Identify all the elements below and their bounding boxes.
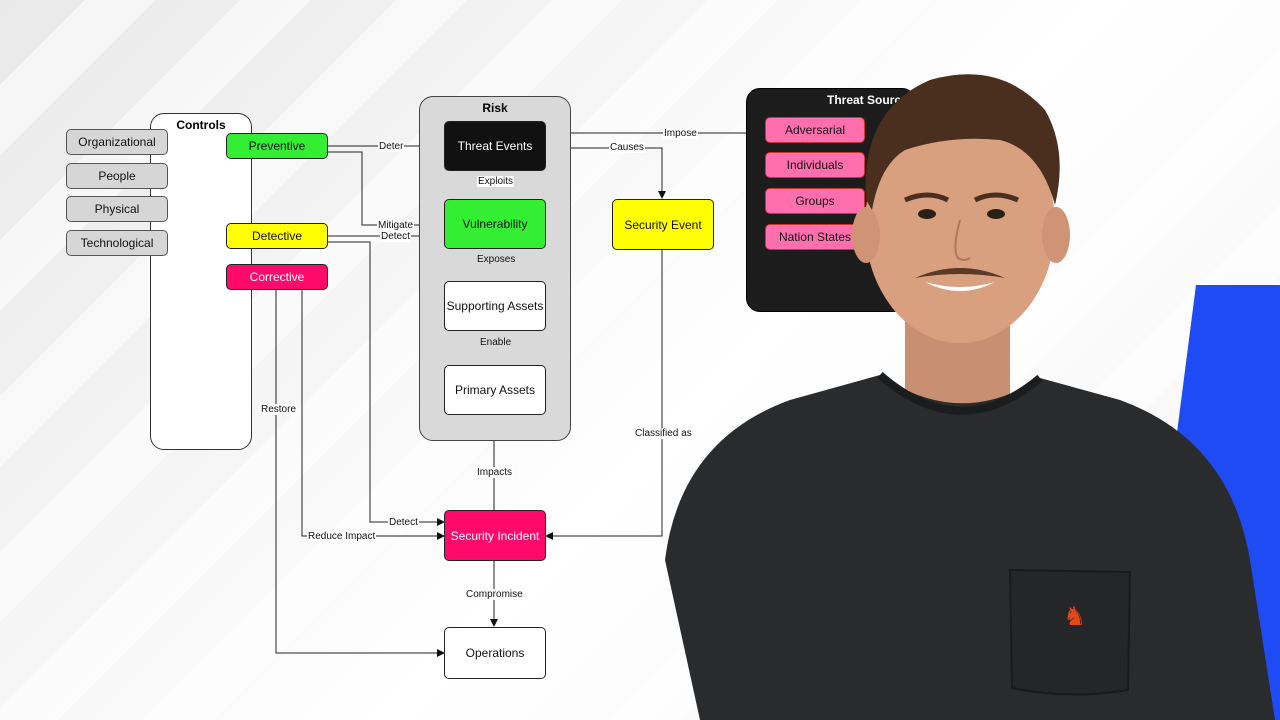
edge-label-exposes: Exposes — [477, 254, 516, 265]
edge-label-reduce-impact: Reduce Impact — [307, 531, 377, 542]
supporting-assets-node: Supporting Assets — [444, 281, 546, 331]
threat-sources-title: Threat Sourc — [827, 93, 902, 107]
threat-source-individuals: Individuals — [765, 152, 865, 178]
preventive-control: Preventive — [226, 133, 328, 159]
svg-text:♞: ♞ — [1063, 602, 1086, 632]
risk-title: Risk — [482, 101, 508, 115]
detective-control: Detective — [226, 223, 328, 249]
edge-label-deter: Deter — [378, 141, 405, 152]
edge-label-causes: Causes — [609, 142, 645, 153]
edge-label-exploits: Exploits — [477, 176, 515, 187]
control-category-technological: Technological — [66, 230, 168, 256]
security-incident-node: Security Incident — [444, 510, 546, 561]
edge-label-impacts: Impacts — [476, 467, 514, 478]
control-category-physical: Physical — [66, 196, 168, 222]
edge-label-classified-as: Classified as — [634, 428, 693, 439]
threat-source-adversarial: Adversarial — [765, 117, 865, 143]
corrective-control: Corrective — [226, 264, 328, 290]
security-event-node: Security Event — [612, 199, 714, 250]
controls-title: Controls — [176, 118, 226, 132]
edge-label-detect-incident: Detect — [388, 517, 419, 528]
primary-assets-node: Primary Assets — [444, 365, 546, 415]
edge-label-impose: Impose — [663, 128, 698, 139]
threat-events-node: Threat Events — [444, 121, 546, 171]
edge-label-compromise: Compromise — [465, 589, 524, 600]
threat-source-groups: Groups — [765, 188, 865, 214]
edge-label-enable: Enable — [480, 337, 512, 348]
edge-label-restore: Restore — [260, 404, 298, 415]
edge-label-detect-vulnerability: Detect — [380, 231, 411, 242]
edge-label-mitigate: Mitigate — [377, 220, 415, 231]
control-category-people: People — [66, 163, 168, 189]
vulnerability-node: Vulnerability — [444, 199, 546, 249]
control-category-organizational: Organizational — [66, 129, 168, 155]
operations-node: Operations — [444, 627, 546, 679]
